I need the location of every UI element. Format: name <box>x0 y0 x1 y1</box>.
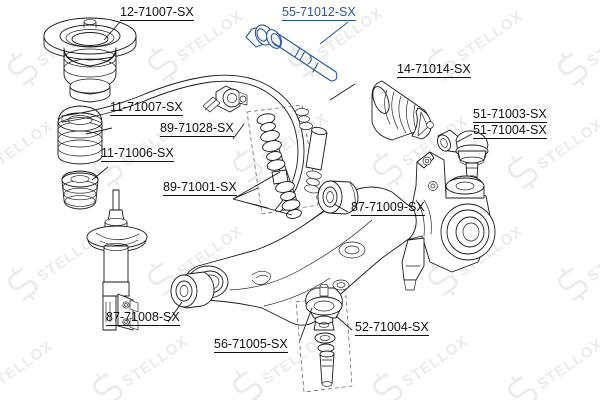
part-stabilizer-bar <box>61 74 305 213</box>
callout-label-87-71009-SX[interactable]: 87-71009-SX <box>351 200 425 216</box>
part-dust-cover <box>61 170 99 210</box>
callout-label-14-71014-SX[interactable]: 14-71014-SX <box>397 62 471 78</box>
part-stabilizer-bracket <box>202 85 248 113</box>
callout-label-55-71012-SX[interactable]: 55-71012-SX <box>282 5 356 21</box>
callout-label-51-71003-SX[interactable]: 51-71003-SX <box>473 107 547 123</box>
part-inner-tie-rod-highlighted <box>245 24 338 82</box>
part-strut-assembly <box>86 189 148 331</box>
part-stabilizer-link <box>246 104 328 219</box>
callout-label-87-71008-SX[interactable]: 87-71008-SX <box>106 310 180 326</box>
callout-label-12-71007-SX[interactable]: 12-71007-SX <box>120 5 194 21</box>
part-lower-ball-joint <box>295 283 353 393</box>
part-steering-gear-boot <box>371 80 434 141</box>
callout-label-56-71005-SX[interactable]: 56-71005-SX <box>214 337 288 353</box>
part-bump-stop-bellow <box>57 105 103 165</box>
callout-label-11-71007-SX[interactable]: 11-71007-SX <box>110 100 183 116</box>
callout-label-52-71004-SX[interactable]: 52-71004-SX <box>355 320 429 336</box>
callout-label-51-71004-SX[interactable]: 51-71004-SX <box>473 123 547 139</box>
callout-label-89-71001-SX[interactable]: 89-71001-SX <box>163 180 237 196</box>
leader-lines <box>85 21 473 341</box>
part-steering-knuckle <box>399 151 496 291</box>
part-control-arm-bush-front <box>170 271 215 309</box>
callout-label-11-71006-SX[interactable]: 11-71006-SX <box>101 146 174 162</box>
callout-label-89-71028-SX[interactable]: 89-71028-SX <box>160 121 234 137</box>
part-strut-mount <box>43 17 137 103</box>
